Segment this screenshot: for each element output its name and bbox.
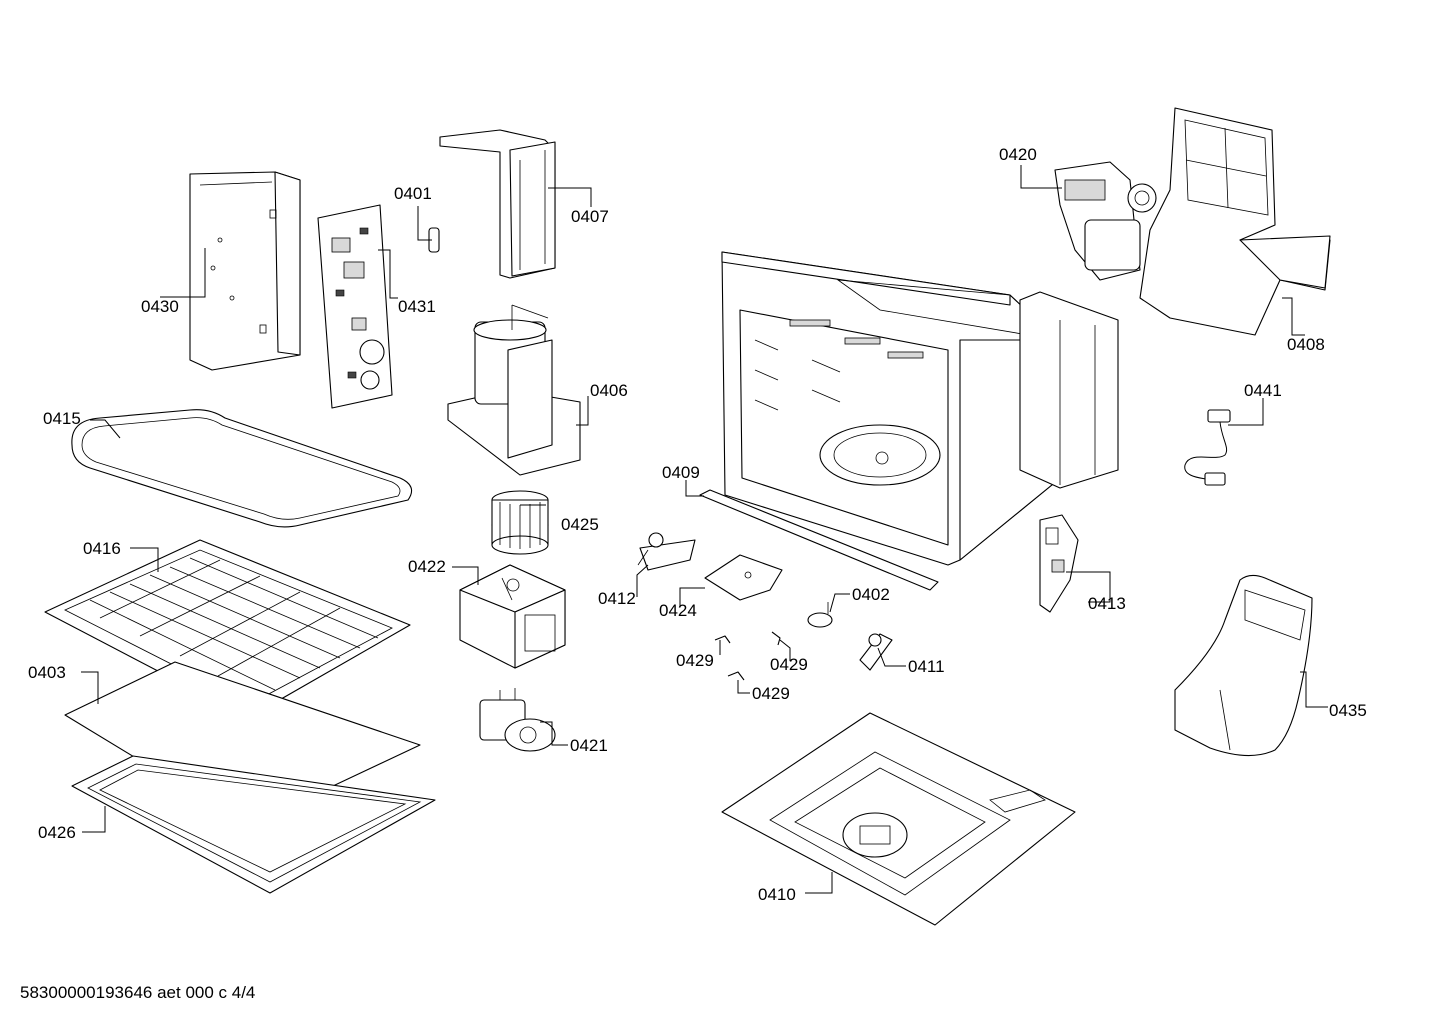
part-0426-frame xyxy=(71,755,436,894)
label-0421: 0421 xyxy=(570,736,608,755)
part-0416-wire-rack xyxy=(44,539,411,719)
label-0411: 0411 xyxy=(908,657,945,676)
label-0429-b: 0429 xyxy=(770,655,808,674)
label-0407: 0407 xyxy=(571,207,609,226)
part-0430-side-panel xyxy=(189,171,301,371)
part-0411-hinge xyxy=(859,633,893,671)
label-0413: 0413 xyxy=(1088,594,1126,613)
part-0424-plate xyxy=(704,554,783,601)
label-0429-c: 0429 xyxy=(752,684,790,703)
label-0420: 0420 xyxy=(999,145,1037,164)
part-labels: 0401 0402 0403 0406 0407 0408 0409 0410 … xyxy=(28,145,1367,904)
label-0410: 0410 xyxy=(758,885,796,904)
label-0430: 0430 xyxy=(141,297,179,316)
label-0426: 0426 xyxy=(38,823,76,842)
part-cavity-side-module xyxy=(1019,291,1119,489)
label-0412: 0412 xyxy=(598,589,636,608)
label-0422: 0422 xyxy=(408,557,446,576)
part-0410-base-plate xyxy=(721,712,1076,926)
part-0422-motor-bracket xyxy=(459,564,566,669)
label-0435: 0435 xyxy=(1329,701,1367,720)
label-0416: 0416 xyxy=(83,539,121,558)
part-0435-cover xyxy=(1174,574,1313,757)
part-0408-rear-duct xyxy=(1139,107,1331,336)
label-0406: 0406 xyxy=(590,381,628,400)
label-0429-a: 0429 xyxy=(676,651,714,670)
part-main-cavity xyxy=(721,251,1060,566)
label-0425: 0425 xyxy=(561,515,599,534)
part-0431-control-board xyxy=(317,204,393,409)
label-0441: 0441 xyxy=(1244,381,1282,400)
part-0420-magnetron xyxy=(1054,161,1157,281)
part-0407-air-duct xyxy=(439,129,556,279)
label-0402: 0402 xyxy=(852,585,890,604)
part-0413-hinge-bracket xyxy=(1039,514,1079,613)
part-0412-hinge xyxy=(637,532,696,571)
label-0415: 0415 xyxy=(43,409,81,428)
label-0409: 0409 xyxy=(662,463,700,482)
part-0415-baking-tray xyxy=(71,409,413,528)
label-0403: 0403 xyxy=(28,663,66,682)
part-0425-fan-wheel xyxy=(491,490,549,555)
part-0402-turntable-drive xyxy=(807,602,833,628)
document-footer: 58300000193646 aet 000 c 4/4 xyxy=(20,983,255,1002)
label-0431: 0431 xyxy=(398,297,436,316)
part-0421-fan-motor xyxy=(479,688,556,752)
label-0408: 0408 xyxy=(1287,335,1325,354)
part-0441-wiring-harness xyxy=(1184,409,1231,486)
label-0401: 0401 xyxy=(394,184,432,203)
part-0429-clips xyxy=(714,631,781,681)
part-0409-strip xyxy=(699,489,939,591)
label-0424: 0424 xyxy=(659,601,697,620)
part-0406-fan-housing xyxy=(447,304,581,476)
leader-lines xyxy=(81,165,1328,894)
